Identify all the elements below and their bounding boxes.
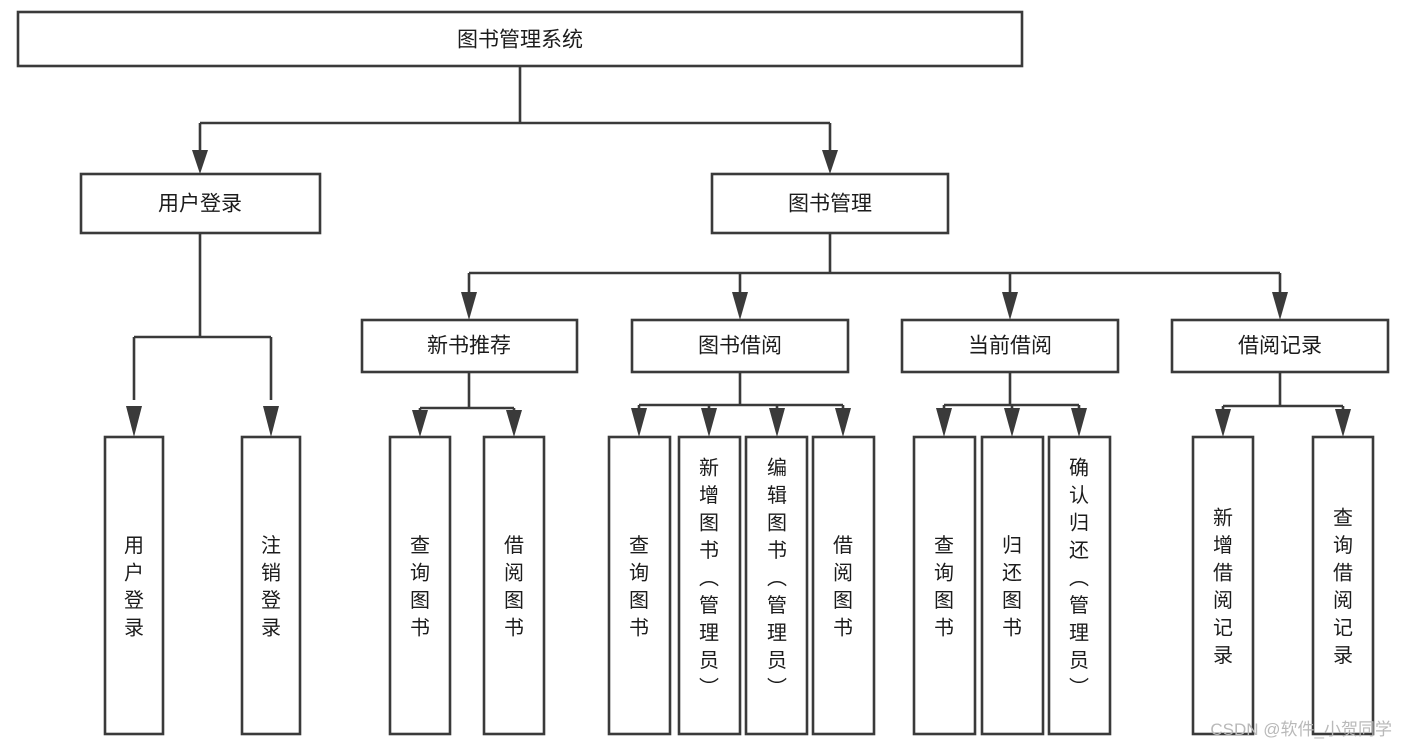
node-leaf-query-book-1[interactable]: 查询图书 [388,435,452,736]
arrow-to-leaf-user-login [126,406,142,437]
node-current-borrow-label: 当前借阅 [968,335,1052,358]
node-new-book-recommend[interactable]: 新书推荐 [360,318,579,374]
arrow-to-leaf-confirm-return [1071,408,1087,437]
arrow-to-leaf-user-logout [263,406,279,437]
node-leaf-user-login-label: 用户登录 [124,535,144,640]
node-leaf-user-logout[interactable]: 注销登录 [240,435,302,736]
node-leaf-edit-book-box[interactable] [744,435,809,736]
arrow-to-leaf-borrow-book-1 [506,410,522,437]
arrow-to-current-borrow [1002,292,1018,320]
node-leaf-add-record-label: 新增借阅记录 [1213,507,1233,668]
node-leaf-borrow-book-1[interactable]: 借阅图书 [482,435,546,736]
node-root-box[interactable] [16,10,1024,68]
arrow-to-leaf-query-book-3 [936,408,952,437]
node-leaf-return-book[interactable]: 归还图书 [980,435,1045,736]
node-leaf-query-book-2-label: 查询图书 [629,534,649,640]
node-leaf-add-book[interactable]: 新增图书︵管理员︶ [677,435,742,736]
node-user-login-label: 用户登录 [158,193,242,216]
node-book-borrow[interactable]: 图书借阅 [630,318,850,374]
node-leaf-query-record[interactable]: 查询借阅记录 [1311,435,1375,736]
arrow-to-leaf-return-book [1004,408,1020,437]
node-leaf-edit-book-label: 编辑图书︵管理员︶ [767,456,787,699]
node-leaf-user-login-box[interactable] [103,435,165,736]
node-book-manage-box[interactable] [710,172,950,235]
node-leaf-user-logout-box[interactable] [240,435,302,736]
node-leaf-user-login[interactable]: 用户登录 [103,435,165,736]
node-leaf-query-book-2-box[interactable] [607,435,672,736]
node-leaf-return-book-box[interactable] [980,435,1045,736]
node-current-borrow[interactable]: 当前借阅 [900,318,1120,374]
node-user-login[interactable]: 用户登录 [79,172,322,235]
arrow-to-borrow-record [1272,292,1288,320]
node-leaf-borrow-book-1-label: 借阅图书 [504,534,524,640]
arrow-to-leaf-edit-book [769,408,785,437]
arrow-to-leaf-query-book-2 [631,408,647,437]
node-leaf-return-book-label: 归还图书 [1002,534,1022,640]
node-book-manage-label: 图书管理 [788,193,872,216]
connector-layer [126,66,1351,437]
node-leaf-edit-book[interactable]: 编辑图书︵管理员︶ [744,435,809,736]
arrow-to-leaf-borrow-book-2 [835,408,851,437]
node-leaf-query-book-3-label: 查询图书 [934,534,954,640]
node-leaf-confirm-return[interactable]: 确认归还︵管理员︶ [1047,435,1112,736]
arrow-to-leaf-add-record [1215,409,1231,437]
node-user-login-box[interactable] [79,172,322,235]
node-root[interactable]: 图书管理系统 [16,10,1024,68]
node-leaf-confirm-return-label: 确认归还︵管理员︶ [1069,456,1089,699]
csdn-watermark: CSDN @软件_小贺同学 [1210,720,1392,739]
node-leaf-query-book-1-box[interactable] [388,435,452,736]
node-borrow-record-box[interactable] [1170,318,1390,374]
node-root-label: 图书管理系统 [457,29,583,52]
node-leaf-add-record[interactable]: 新增借阅记录 [1191,435,1255,736]
node-leaf-borrow-book-1-box[interactable] [482,435,546,736]
node-leaf-add-record-box[interactable] [1191,435,1255,736]
node-book-manage[interactable]: 图书管理 [710,172,950,235]
arrow-to-user-login [192,150,208,174]
node-leaf-borrow-book-2-box[interactable] [811,435,876,736]
arrow-to-book-borrow [732,292,748,320]
node-borrow-record[interactable]: 借阅记录 [1170,318,1390,374]
node-leaf-borrow-book-2-label: 借阅图书 [833,534,853,640]
arrow-to-leaf-query-record [1335,409,1351,437]
node-leaf-query-book-1-label: 查询图书 [410,534,430,640]
node-leaf-query-book-3[interactable]: 查询图书 [912,435,977,736]
node-leaf-confirm-return-box[interactable] [1047,435,1112,736]
node-new-book-recommend-box[interactable] [360,318,579,374]
node-borrow-record-label: 借阅记录 [1238,335,1322,358]
node-leaf-query-record-box[interactable] [1311,435,1375,736]
node-leaf-add-book-box[interactable] [677,435,742,736]
node-leaf-add-book-label: 新增图书︵管理员︶ [699,456,719,699]
node-book-borrow-label: 图书借阅 [698,335,782,358]
node-leaf-borrow-book-2[interactable]: 借阅图书 [811,435,876,736]
arrow-to-book-manage [822,150,838,174]
node-leaf-query-book-3-box[interactable] [912,435,977,736]
leaf-layer: 用户登录 注销登录 查询图书 借阅图书 查询图书 新增图书︵管理员︶ [103,435,1375,736]
node-current-borrow-box[interactable] [900,318,1120,374]
arrow-to-leaf-query-book-1 [412,410,428,437]
node-new-book-recommend-label: 新书推荐 [427,335,511,358]
node-leaf-query-book-2[interactable]: 查询图书 [607,435,672,736]
node-leaf-query-record-label: 查询借阅记录 [1333,507,1353,668]
node-leaf-user-logout-label: 注销登录 [261,534,281,640]
arrow-to-leaf-add-book [701,408,717,437]
arrow-to-new-book-recommend [461,292,477,320]
node-book-borrow-box[interactable] [630,318,850,374]
